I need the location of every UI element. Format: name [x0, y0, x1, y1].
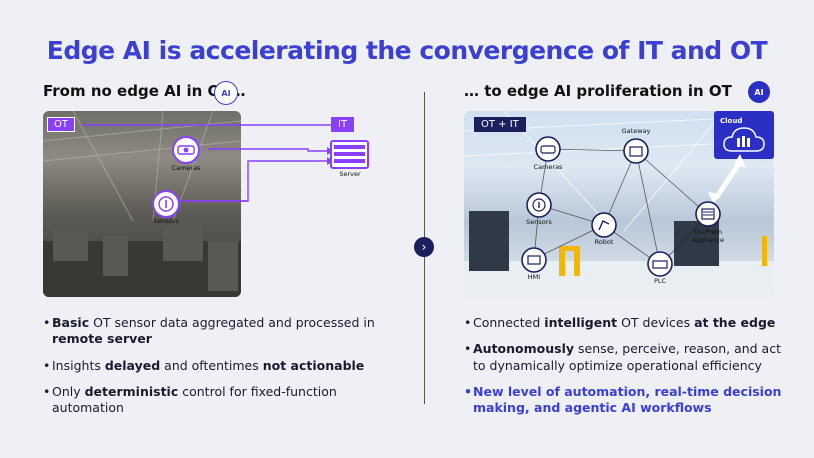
- ai-appliance-icon: [695, 201, 721, 227]
- sensors-label-left: Sensors: [153, 217, 179, 225]
- right-heading: … to edge AI proliferation in OT: [464, 82, 732, 100]
- chevron-right-icon: ›: [414, 237, 434, 257]
- camera-icon: [172, 136, 200, 164]
- left-heading: From no edge AI in OT…: [43, 82, 246, 100]
- ai-plc-icon: [647, 251, 673, 277]
- ai-camera-icon: [535, 136, 561, 162]
- ai-sensor-icon: [526, 192, 552, 218]
- bullet-text: intelligent: [544, 315, 618, 330]
- bullet-text: at the edge: [694, 315, 776, 330]
- bullet-text: New level of automation, real-time decis…: [473, 383, 782, 415]
- cloud-icon: [723, 127, 765, 152]
- hmi-label: HMI: [527, 273, 541, 281]
- cloud-box: Cloud: [714, 111, 774, 159]
- ai-badge-left: AI: [214, 81, 238, 105]
- left-bullet: Only deterministic control for fixed-fun…: [43, 384, 403, 417]
- bullet-text: not actionable: [262, 357, 365, 373]
- bullet-text: control for fixed-function automation: [52, 383, 337, 415]
- bullet-text: Basic: [52, 315, 90, 330]
- cloud-link-arrow: [708, 154, 746, 204]
- sensors-label-right: Sensors: [526, 218, 552, 226]
- onprem-label: On-Prem Appliance: [692, 228, 724, 244]
- bullet-text: remote server: [52, 331, 152, 347]
- left-bullet-list: Basic OT sensor data aggregated and proc…: [43, 315, 403, 426]
- right-bullet-list: Connected intelligent OT devices at the …: [464, 315, 784, 426]
- bullet-text: OT sensor data aggregated and processed …: [89, 315, 375, 330]
- bullet-text: sense, perceive, reason, and act to dyna…: [473, 341, 781, 373]
- slide-title: Edge AI is accelerating the convergence …: [46, 36, 768, 65]
- cloud-label: Cloud: [720, 117, 743, 125]
- right-bullet: New level of automation, real-time decis…: [464, 384, 784, 417]
- left-bullet: Insights delayed and oftentimes not acti…: [43, 357, 403, 375]
- bullet-text: Only: [52, 383, 85, 399]
- ai-robot-icon: [591, 212, 617, 238]
- bullet-text: Connected: [473, 315, 545, 330]
- ai-gateway-icon: [623, 138, 649, 164]
- cameras-label-right: Cameras: [533, 163, 563, 171]
- robot-label: Robot: [594, 238, 614, 246]
- left-connection-lines: [81, 121, 339, 202]
- ot-tag: OT: [47, 117, 75, 132]
- bullet-text: OT devices: [617, 315, 695, 330]
- bullet-text: Insights: [52, 357, 105, 373]
- server-icon: [330, 140, 369, 169]
- bullet-text: and oftentimes: [160, 357, 263, 373]
- plc-label: PLC: [653, 277, 667, 285]
- ai-badge-right: AI: [748, 81, 770, 103]
- right-bullet: Connected intelligent OT devices at the …: [464, 315, 784, 332]
- old-factory-drawing: [43, 111, 241, 297]
- sensor-icon: [152, 190, 180, 218]
- left-bullet: Basic OT sensor data aggregated and proc…: [43, 315, 403, 348]
- it-tag: IT: [331, 117, 355, 132]
- server-label: Server: [339, 170, 361, 178]
- right-bullet: Autonomously sense, perceive, reason, an…: [464, 341, 784, 374]
- ai-hmi-icon: [521, 247, 547, 273]
- bullet-text: deterministic: [84, 383, 179, 399]
- ot-it-tag: OT + IT: [474, 117, 526, 132]
- bullet-text: delayed: [104, 357, 161, 373]
- gateway-label: Gateway: [621, 127, 651, 135]
- cameras-label-left: Cameras: [171, 164, 201, 172]
- factory-photo-old: [43, 111, 241, 297]
- bullet-text: Autonomously: [473, 341, 575, 357]
